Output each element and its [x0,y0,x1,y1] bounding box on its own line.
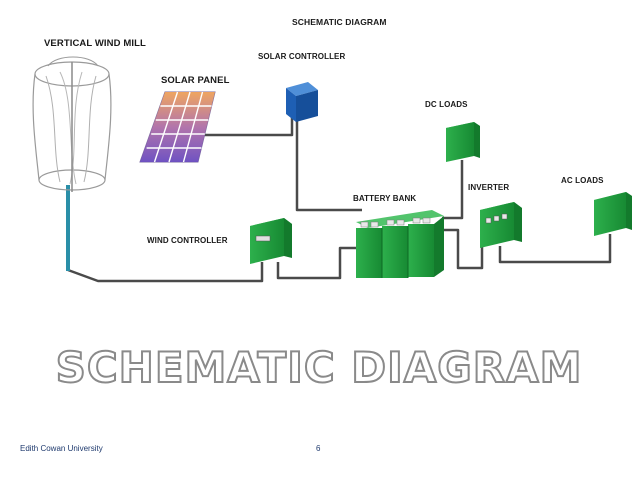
label-ac-loads: AC LOADS [561,176,604,185]
label-dc-loads: DC LOADS [425,100,468,109]
footer-institution: Edith Cowan University [20,444,103,453]
wire-windmill-to-wind-controller [67,262,264,283]
ac-loads-device [594,192,632,236]
wire-wind-controller-to-battery [276,246,360,280]
windmill-pole [66,185,70,271]
dc-loads-device [446,122,480,162]
vertical-windmill [32,56,112,271]
solar-controller [286,82,318,122]
wire-inverter-to-ac-loads [498,234,612,264]
label-wind-controller: WIND CONTROLLER [147,236,228,245]
wind-controller-device [250,218,292,264]
diagram-title: SCHEMATIC DIAGRAM [292,17,387,27]
label-battery-bank: BATTERY BANK [353,194,417,203]
footer-page-number: 6 [316,444,321,453]
battery-cell [356,221,382,278]
label-solar-controller: SOLAR CONTROLLER [258,52,346,61]
label-vertical-wind-mill: VERTICAL WIND MILL [44,38,146,49]
solar-panel [139,91,216,163]
label-inverter: INVERTER [468,183,510,192]
battery-cell [408,217,434,277]
wire-battery-to-inverter [442,228,484,270]
wire-solar-controller-to-battery [295,120,362,212]
battery-cell [382,219,408,278]
wire-solar-panel-to-controller [198,114,294,137]
battery-bank [356,210,444,278]
wire-battery-to-dc-loads [442,160,464,220]
wiring [67,114,612,283]
label-solar-panel: SOLAR PANEL [161,75,230,86]
banner-title: SCHEMATIC DIAGRAM [55,342,583,393]
inverter-device [480,202,522,248]
